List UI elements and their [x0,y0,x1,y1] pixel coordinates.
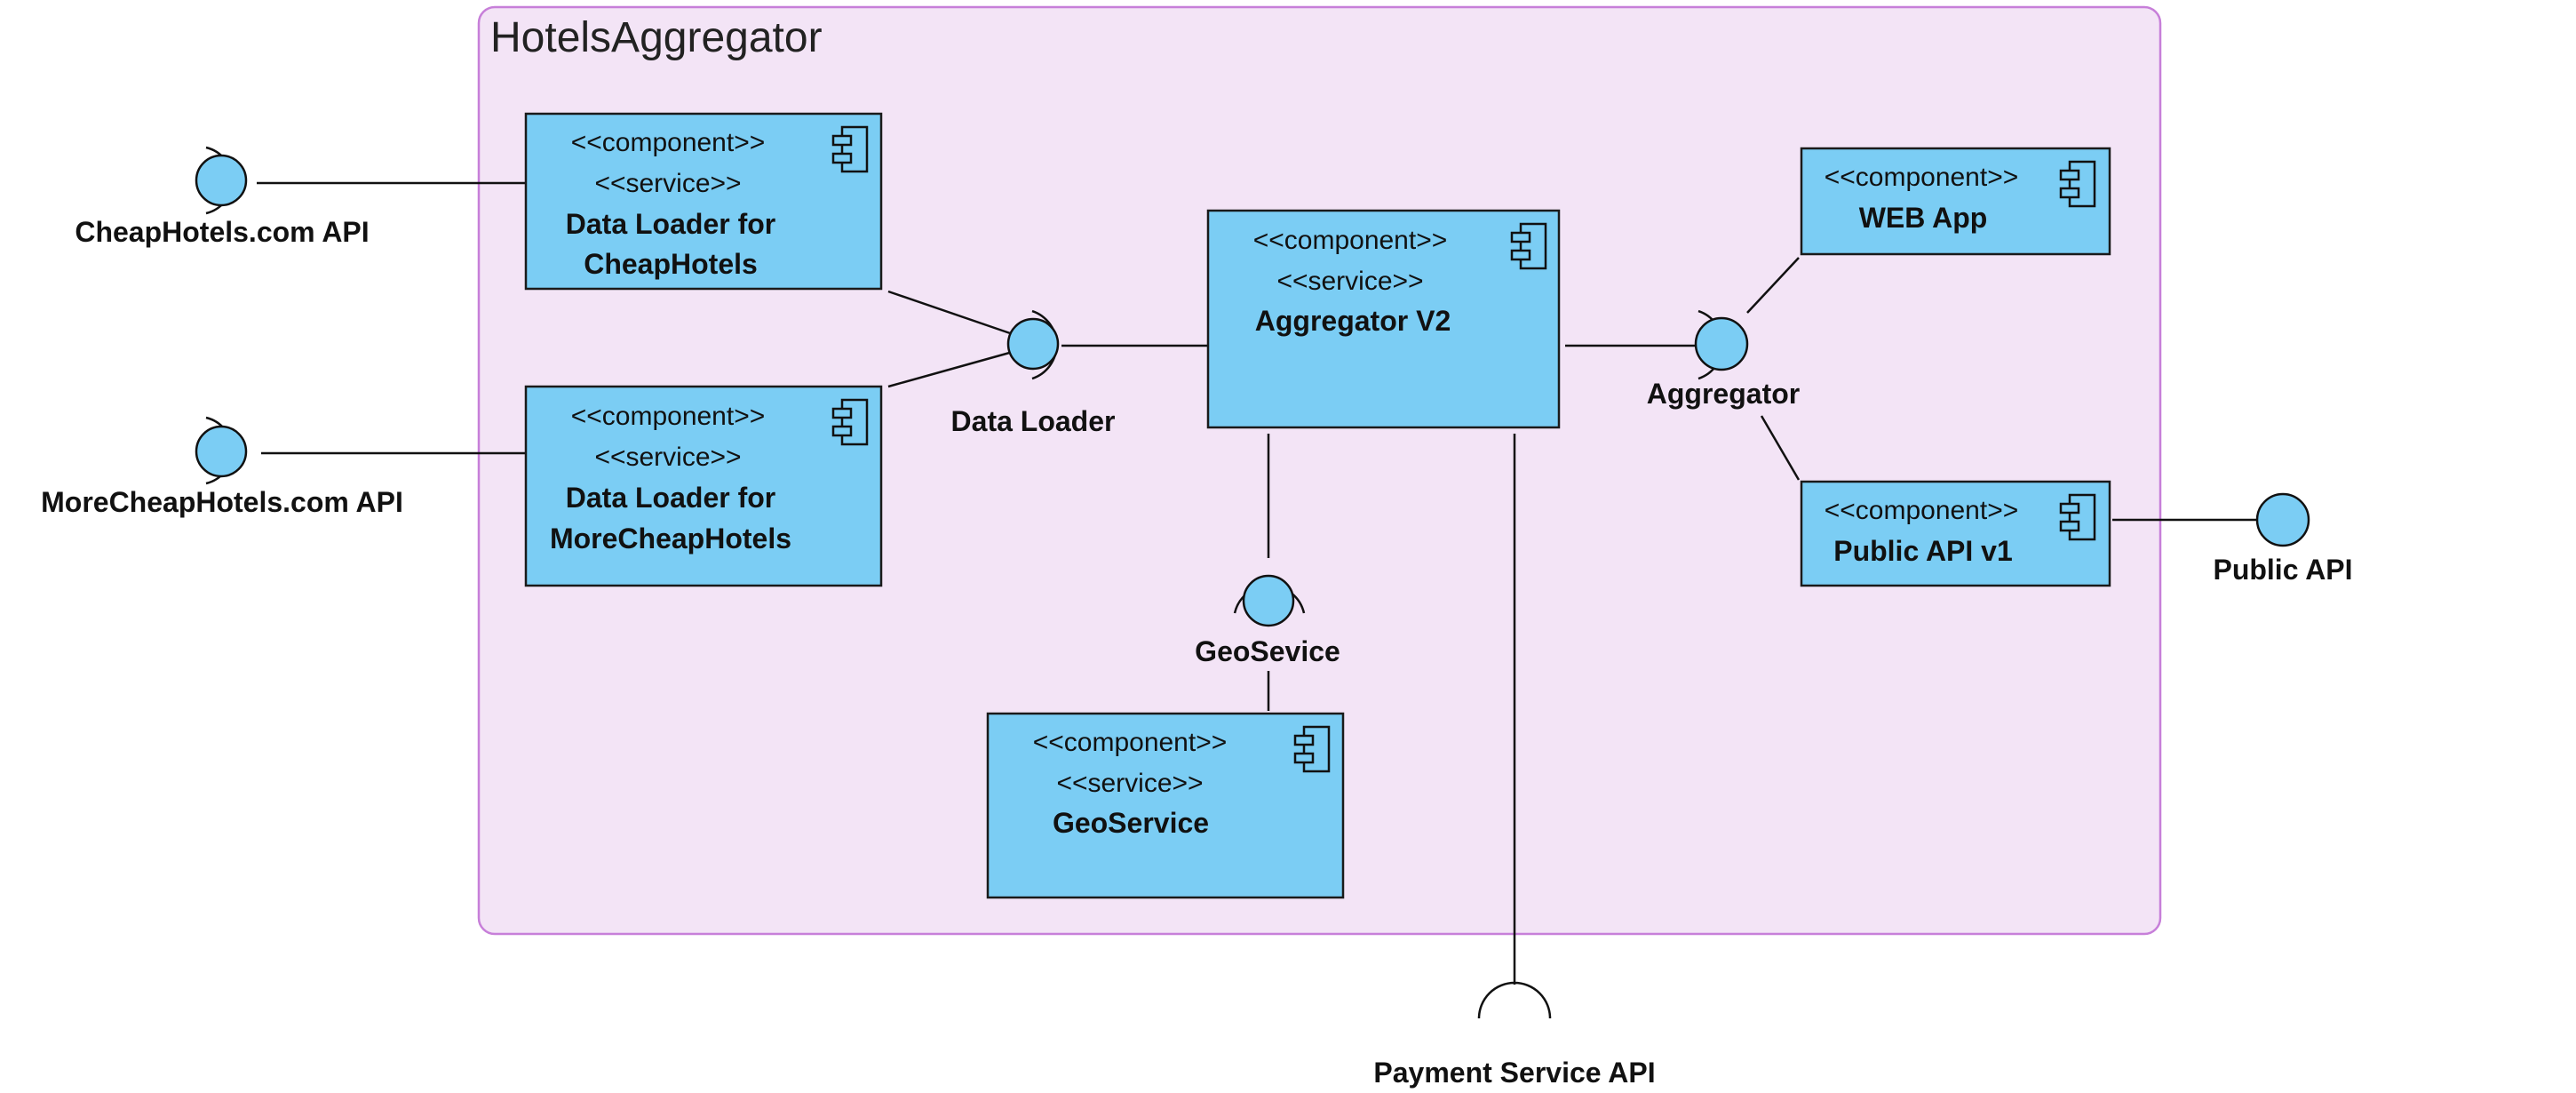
component-public-api-v1[interactable]: <<component>> Public API v1 [1800,480,2111,587]
component-data-loader-cheaphotels[interactable]: <<component>> <<service>> Data Loader fo… [524,112,883,291]
lollipop-icon [1242,574,1295,627]
component-icon [2059,493,2096,541]
stereotype-component: <<component>> [1825,496,2019,525]
interface-payment[interactable]: Payment Service API [1373,981,1656,1089]
component-icon [1293,725,1331,773]
component-name: Aggregator V2 [1255,305,1451,337]
stereotype-component: <<component>> [1033,728,1228,757]
stereotype-component: <<component>> [1825,163,2019,192]
package-hotels-aggregator[interactable]: HotelsAggregator [477,5,2162,936]
component-box [1800,480,2111,587]
component-box [1206,209,1561,429]
package-frame [477,5,2162,936]
component-icon [831,125,869,173]
interface-label: CheapHotels.com API [75,216,369,248]
interface-aggregator[interactable]: Aggregator [1647,309,1800,410]
socket-icon [1477,981,1552,1019]
connector-loader-more [887,350,1014,388]
component-icon [831,398,869,446]
interface-morecheaphotels[interactable]: MoreCheapHotels.com API [41,416,403,518]
component-name: Data Loader for [566,208,775,240]
interface-label: Payment Service API [1373,1057,1655,1089]
lollipop-icon [2255,492,2310,547]
component-icon [1510,222,1547,270]
stereotype-component: <<component>> [1253,226,1448,255]
package-title: HotelsAggregator [490,14,823,61]
stereotype-service: <<service>> [594,443,741,472]
lollipop-icon [195,425,248,478]
connector-publicapi [1760,415,1801,481]
component-data-loader-morecheaphotels[interactable]: <<component>> <<service>> Data Loader fo… [524,385,883,587]
interface-public-api[interactable]: Public API [2213,492,2353,586]
component-box [524,112,883,291]
interface-label: Data Loader [951,405,1116,437]
interface-data-loader[interactable]: Data Loader [951,309,1116,437]
stereotype-component: <<component>> [571,402,766,431]
lollipop-icon [1006,317,1060,371]
stereotype-service: <<service>> [594,169,741,198]
interface-label: Aggregator [1647,378,1800,410]
component-box [1800,147,2111,256]
component-box [986,712,1345,899]
component-name: Public API v1 [1833,535,2013,567]
component-name-line2: CheapHotels [584,248,758,280]
component-icon [2059,160,2096,208]
component-web-app[interactable]: <<component>> WEB App [1800,147,2111,256]
component-box [524,385,883,587]
component-name-line2: MoreCheapHotels [550,523,791,554]
component-name: GeoService [1053,807,1209,839]
connectors [257,181,2256,985]
component-name: WEB App [1859,202,1988,234]
interface-geoservice[interactable]: GeoSevice [1195,574,1340,667]
component-geoservice[interactable]: <<component>> <<service>> GeoService [986,712,1345,899]
stereotype-service: <<service>> [1276,267,1423,296]
stereotype-component: <<component>> [571,128,766,157]
lollipop-icon [1694,316,1749,371]
component-name: Data Loader for [566,482,775,514]
component-aggregator-v2[interactable]: <<component>> <<service>> Aggregator V2 [1206,209,1561,429]
interface-label: Public API [2213,554,2352,586]
connector-loader-cheap [887,290,1014,336]
connector-webapp [1746,257,1800,314]
interface-label: GeoSevice [1195,635,1340,667]
interface-cheaphotels[interactable]: CheapHotels.com API [75,146,370,248]
lollipop-icon [195,154,248,207]
stereotype-service: <<service>> [1056,769,1203,798]
interface-label: MoreCheapHotels.com API [41,486,403,518]
